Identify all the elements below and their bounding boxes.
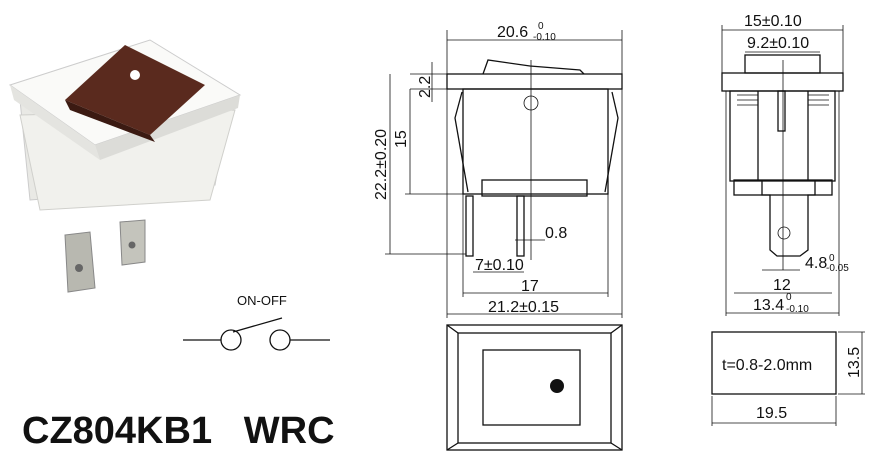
dim-side-terminal-tol-upper: 0 [829, 253, 835, 264]
dim-body-width: 17 [521, 278, 539, 295]
dim-side-terminal-width: 4.8 [805, 255, 827, 272]
side-view: 15±0.10 9.2±0.10 4.8 0 -0.05 12 13.4 0 -… [721, 13, 849, 316]
dim-side-top-width: 15±0.10 [744, 13, 802, 30]
dim-side-body-width: 13.4 [753, 297, 784, 314]
cutout-height: 13.5 [846, 347, 863, 378]
dim-total-height: 22.2±0.20 [373, 129, 390, 200]
panel-cutout: t=0.8-2.0mm 13.5 19.5 [711, 331, 865, 426]
dim-terminal-width: 0.8 [545, 225, 567, 242]
cutout-thickness: t=0.8-2.0mm [722, 357, 812, 374]
model-number: CZ804KB1 [22, 410, 213, 452]
dim-side-terminal-tol-lower: -0.05 [826, 263, 849, 274]
switch-photo [8, 39, 242, 293]
product-title: CZ804KB1 WRC [22, 410, 335, 453]
dim-overall-width: 21.2±0.15 [488, 299, 559, 316]
on-off-label: ON-OFF [237, 293, 287, 308]
dim-side-body-tol-lower: -0.10 [786, 304, 809, 315]
dim-rocker-width: 9.2±0.10 [747, 35, 809, 52]
dim-body-height: 15 [393, 130, 410, 148]
front-view: 20.6 0 -0.10 2.2 22.2±0.20 15 0.8 7±0.10… [373, 21, 623, 318]
switch-symbol [183, 317, 330, 351]
dim-top-width: 20.6 [497, 24, 528, 41]
dim-terminal-pitch: 7±0.10 [475, 257, 524, 274]
dim-flange-height: 2.2 [417, 76, 434, 98]
dim-inner-width: 12 [773, 277, 791, 294]
dim-top-width-tol-lower: -0.10 [533, 32, 556, 43]
dim-top-width-tol-upper: 0 [538, 21, 544, 32]
dim-side-body-tol-upper: 0 [786, 292, 792, 303]
model-variant: WRC [243, 410, 335, 452]
top-view [446, 324, 623, 451]
cutout-width: 19.5 [756, 405, 787, 422]
